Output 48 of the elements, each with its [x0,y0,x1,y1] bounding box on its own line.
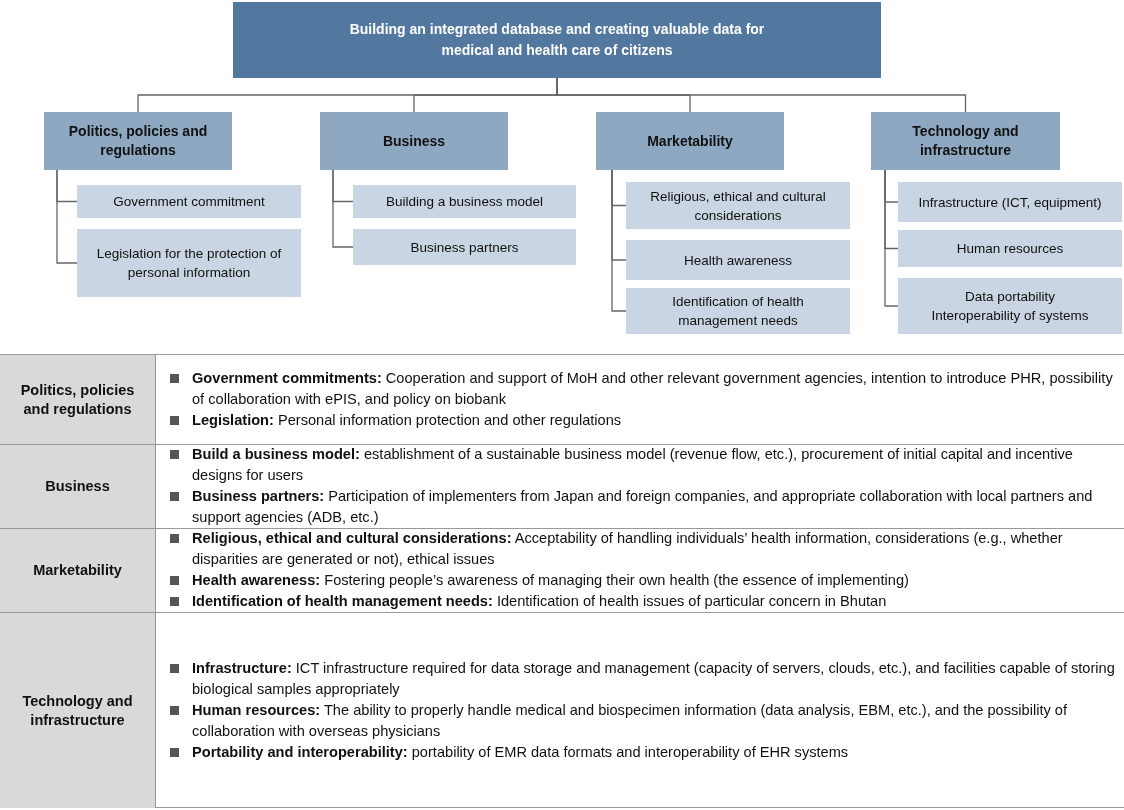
factor-box [898,278,1122,334]
factor-box [77,229,301,297]
category-box [596,112,784,170]
bullet-item: Infrastructure: ICT infrastructure required for data storage and management (capacity of servers, clouds, etc.), and facilities capable of storing biological samples appropriately [170,657,1115,700]
box-label: Identification of health management needs [671,293,805,330]
bullet-item: Identification of health management needs: Identification of health issues of particular concern in Bhutan [170,591,1115,612]
box-label: Data portability [964,288,1055,306]
table-row-header: Politics, policies and regulations [0,355,155,444]
box-label: Interoperability of systems [931,307,1089,325]
box-label: Business [382,131,446,151]
box-label: Infrastructure (ICT, equipment) [918,193,1102,212]
box-label: Religious, ethical and cultural considerations [649,187,827,225]
factor-box [626,182,850,229]
goal-box [233,2,881,78]
box-label: Business partners [410,238,519,257]
box-label: Human resources [956,240,1064,258]
box-label: Building a business model [386,193,543,211]
box-label: Politics, policies and regulations [67,122,209,160]
bullet-item: Health awareness: Fostering people’s awareness of managing their own health (the essence of implementing) [170,570,1115,591]
category-box [871,112,1060,170]
category-box [44,112,232,170]
box-label: Marketability [647,131,733,151]
bullet-item: Religious, ethical and cultural considerations: Acceptability of handling individuals’ health information, considerations (e.g., whether disparities are generated or not), ethical issues [170,528,1115,570]
bullet-item: Business partners: Participation of implementers from Japan and foreign companies, and appropriate collaboration with local partners and support agencies (ADB, etc.) [170,486,1115,528]
box-label: Legislation for the protection of personal information [95,245,283,282]
table-row-header: Marketability [0,529,155,612]
factor-box [898,230,1122,267]
connector-line [332,169,354,248]
factor-box [77,185,301,218]
bullet-item: Build a business model: establishment of a sustainable business model (revenue flow, etc.), procurement of initial capital and incentive designs for users [170,444,1115,486]
category-box [320,112,508,170]
box-label: Technology and infrastructure [911,122,1020,160]
bullet-item: Government commitments: Cooperation and support of MoH and other relevant government agencies, intention to introduce PHR, possibility of collaboration with ePIS, and policy on biobank [170,367,1115,410]
box-label: Building an integrated database and creating valuable data for medical and health care of citizens [348,20,766,60]
table-row-header: Technology and infrastructure [0,613,155,808]
factor-box [626,240,850,280]
connector-line [884,169,899,307]
factor-box [353,185,576,218]
connector-line [56,169,78,264]
factor-box [353,229,576,265]
factor-box [898,182,1122,222]
factor-box [626,288,850,334]
box-label: Government commitment [113,193,265,211]
bullet-item: Legislation: Personal information protection and other regulations [170,409,1115,431]
bullet-item: Portability and interoperability: portability of EMR data formats and interoperability of EHR systems [170,741,1115,763]
box-label: Health awareness [683,251,793,270]
table-row-header: Business [0,445,155,528]
connector-line [611,169,627,312]
